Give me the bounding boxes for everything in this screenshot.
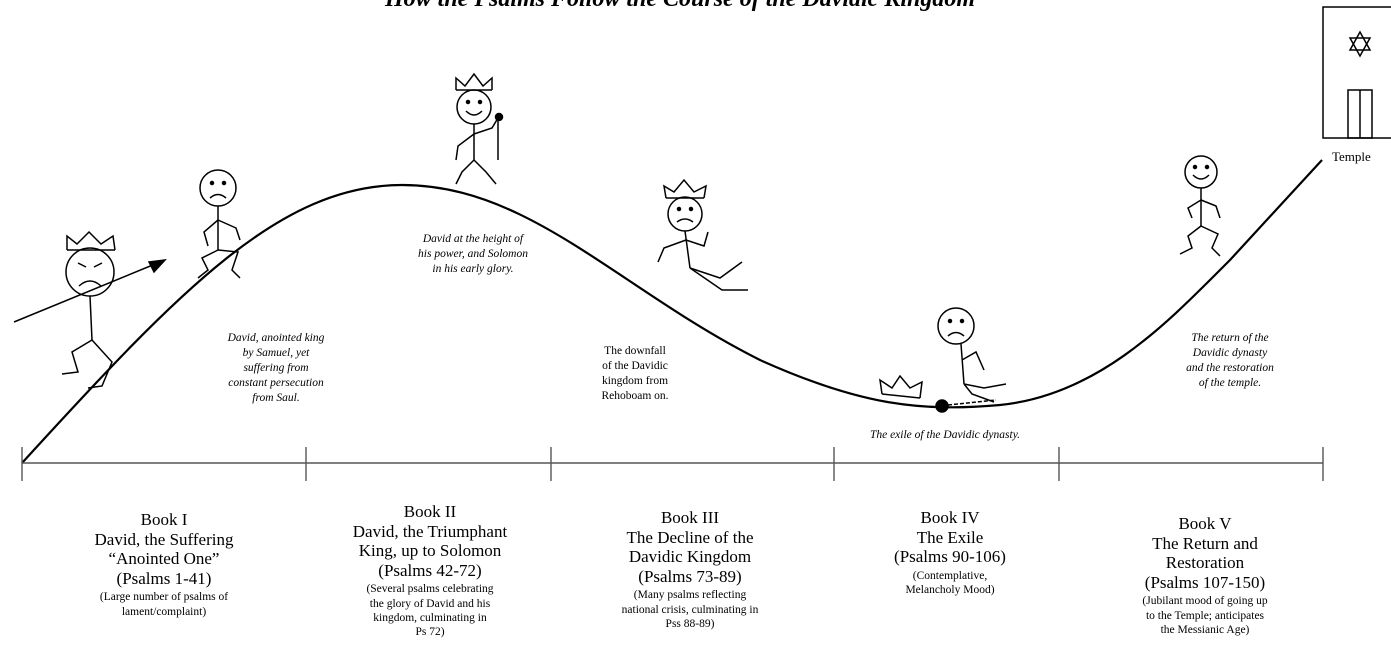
exiled-king-figure bbox=[879, 307, 1007, 413]
annotation-exile: The exile of the Davidic dynasty. bbox=[869, 429, 1021, 441]
happy-figure-climbing bbox=[1179, 155, 1221, 257]
annotation-downfall: The downfall of the Davidic kingdom from… bbox=[601, 345, 669, 402]
book-5-label: Book V The Return and Restoration (Psalm… bbox=[1142, 514, 1268, 636]
book-4-label: Book IV The Exile (Psalms 90-106) (Conte… bbox=[894, 508, 1006, 597]
timeline-axis bbox=[21, 447, 1324, 481]
annotation-height-of-power: David at the height of his power, and So… bbox=[418, 233, 528, 275]
book-3-label: Book III The Decline of the Davidic King… bbox=[621, 508, 759, 630]
fallen-crown-icon bbox=[879, 374, 923, 399]
ball-and-chain-icon bbox=[935, 399, 949, 413]
diagram-title: How the Psalms Follow the Course of the … bbox=[230, 0, 1130, 14]
angry-king-figure bbox=[13, 230, 167, 389]
kingdom-course-curve bbox=[21, 159, 1323, 464]
book-2-label: Book II David, the Triumphant King, up t… bbox=[352, 502, 508, 639]
annotation-return: The return of the Davidic dynasty and th… bbox=[1186, 332, 1274, 389]
triumphant-king-figure bbox=[455, 72, 504, 185]
annotation-anointed: David, anointed king by Samuel, yet suff… bbox=[227, 332, 325, 404]
temple-building bbox=[1322, 6, 1391, 139]
sad-figure-climbing bbox=[197, 169, 241, 279]
temple-label: Temple bbox=[1332, 149, 1371, 164]
sad-king-descending bbox=[657, 178, 748, 291]
star-of-david-icon bbox=[1348, 30, 1372, 51]
book-1-label: Book I David, the Suffering “Anointed On… bbox=[94, 510, 234, 618]
